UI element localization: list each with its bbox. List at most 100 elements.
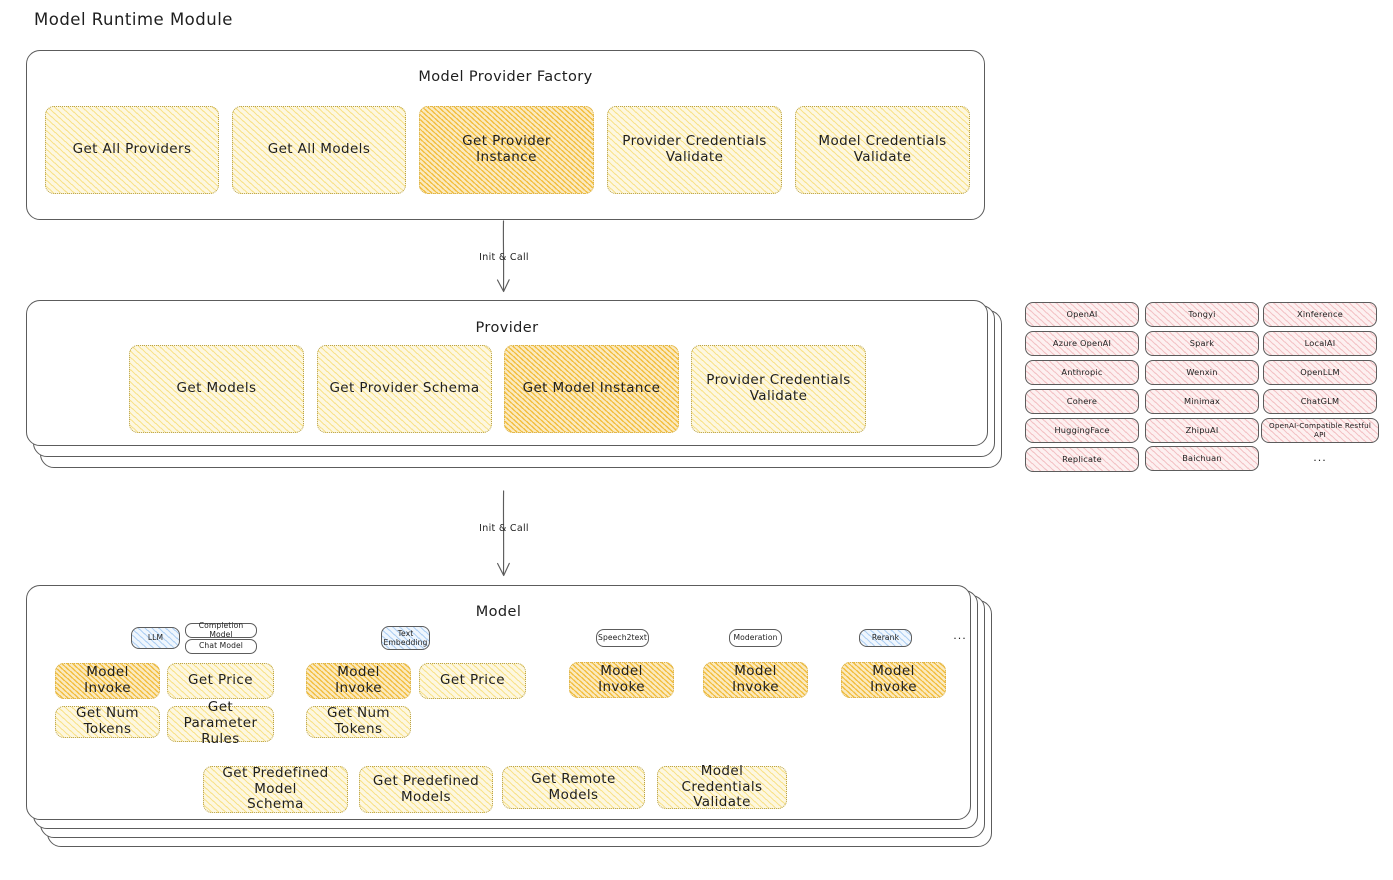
node-get-all-models[interactable]: Get All Models [232, 106, 406, 194]
node-provider-credentials-validate[interactable]: Provider Credentials Validate [607, 106, 782, 194]
node-model-credentials-validate-2[interactable]: Model Credentials Validate [657, 762, 787, 811]
tab-text-embedding[interactable]: Text Embedding [381, 626, 430, 650]
provider-chip-label: Wenxin [1186, 366, 1218, 377]
node-label: Model Credentials Validate [818, 133, 947, 165]
tab-label: Moderation [733, 633, 778, 643]
node-get-models[interactable]: Get Models [129, 345, 304, 433]
provider-chip-label: Baichuan [1182, 452, 1222, 463]
provider-chip-chatglm[interactable]: ChatGLM [1263, 389, 1377, 414]
provider-chip-cohere[interactable]: Cohere [1025, 389, 1139, 414]
node-label: Get Num Tokens [327, 705, 390, 737]
provider-chip-label: HuggingFace [1054, 424, 1110, 435]
provider-chip-baichuan[interactable]: Baichuan [1145, 446, 1259, 471]
provider-chip-xinference[interactable]: Xinference [1263, 302, 1377, 327]
node-get-model-instance[interactable]: Get Model Instance [504, 345, 679, 433]
node-label: Get Predefined Model Schema [222, 764, 329, 813]
provider-chip-label: LocalAI [1304, 337, 1336, 348]
provider-chip-openai[interactable]: OpenAI [1025, 302, 1139, 327]
provider-chip-label: OpenLLM [1300, 366, 1340, 377]
node-llm-model-invoke[interactable]: Model Invoke [55, 663, 160, 699]
provider-chip-wenxin[interactable]: Wenxin [1145, 360, 1259, 385]
provider-chip-replicate[interactable]: Replicate [1025, 447, 1139, 472]
subtab-label: Chat Model [199, 641, 243, 651]
provider-chip-label: Xinference [1297, 308, 1343, 319]
node-model-credentials-validate[interactable]: Model Credentials Validate [795, 106, 970, 194]
provider-chip-label: OpenAI [1066, 308, 1098, 319]
tab-llm[interactable]: LLM [131, 627, 180, 649]
page-title: Model Runtime Module [34, 10, 233, 29]
arrow-provider-to-model [497, 490, 510, 577]
node-label: Provider Credentials Validate [706, 372, 851, 404]
node-label: Model Invoke [732, 663, 779, 695]
node-label: Provider Credentials Validate [622, 133, 767, 165]
provider-chip-zhipuai[interactable]: ZhipuAI [1145, 418, 1259, 443]
arrow-factory-to-provider [496, 220, 510, 293]
node-llm-get-price[interactable]: Get Price [167, 663, 274, 699]
node-label: Get Provider Schema [329, 380, 480, 397]
provider-list-more-ellipsis: ... [1313, 451, 1327, 464]
provider-chip-label: Azure OpenAI [1052, 337, 1112, 348]
node-text-embedding-model-invoke[interactable]: Model Invoke [306, 663, 411, 699]
node-label: Get Price [440, 672, 505, 689]
node-llm-get-parameter-rules[interactable]: Get Parameter Rules [167, 699, 274, 747]
provider-chip-spark[interactable]: Spark [1145, 331, 1259, 356]
provider-chip-anthropic[interactable]: Anthropic [1025, 360, 1139, 385]
model-container [26, 585, 971, 820]
node-label: Model Invoke [84, 664, 131, 696]
provider-chip-tongyi[interactable]: Tongyi [1145, 302, 1259, 327]
arrow-label-init-and-call-2: Init & Call [479, 523, 529, 534]
node-label: Model Invoke [335, 664, 382, 696]
node-get-provider-schema[interactable]: Get Provider Schema [317, 345, 492, 433]
provider-chip-azure-openai[interactable]: Azure OpenAI [1025, 331, 1139, 356]
subtab-completion-model[interactable]: Completion Model [185, 620, 257, 639]
node-label: Get Provider Instance [462, 133, 551, 165]
provider-chip-huggingface[interactable]: HuggingFace [1025, 418, 1139, 443]
node-label: Get Predefined Models [372, 772, 480, 805]
provider-chip-label: Spark [1189, 337, 1215, 348]
node-provider-credentials-validate-2[interactable]: Provider Credentials Validate [691, 345, 866, 433]
tab-label: LLM [147, 633, 164, 643]
subtab-label: Completion Model [198, 620, 244, 639]
node-label: Model Invoke [870, 663, 917, 695]
node-text-embedding-get-price[interactable]: Get Price [419, 663, 526, 699]
node-get-provider-instance[interactable]: Get Provider Instance [419, 106, 594, 194]
provider-chip-label: Cohere [1066, 395, 1098, 406]
node-label: Get Remote Models [531, 770, 616, 803]
provider-title: Provider [475, 320, 539, 336]
provider-chip-label: Anthropic [1061, 366, 1103, 377]
node-get-predefined-models[interactable]: Get Predefined Models [359, 766, 493, 813]
node-label: Get All Models [267, 141, 371, 158]
node-get-all-providers[interactable]: Get All Providers [45, 106, 219, 194]
tab-moderation[interactable]: Moderation [729, 629, 782, 647]
node-label: Model Credentials Validate [681, 762, 763, 811]
node-llm-get-num-tokens[interactable]: Get Num Tokens [55, 705, 160, 738]
node-speech2text-model-invoke[interactable]: Model Invoke [569, 662, 674, 698]
model-title: Model [475, 604, 522, 620]
tab-label: Rerank [871, 633, 900, 643]
provider-chip-label: ZhipuAI [1185, 424, 1219, 435]
provider-chip-minimax[interactable]: Minimax [1145, 389, 1259, 414]
node-label: Get All Providers [72, 141, 192, 158]
node-rerank-model-invoke[interactable]: Model Invoke [841, 662, 946, 698]
node-label: Model Invoke [598, 663, 645, 695]
subtab-chat-model[interactable]: Chat Model [185, 639, 257, 654]
provider-chip-openllm[interactable]: OpenLLM [1263, 360, 1377, 385]
tab-rerank[interactable]: Rerank [859, 629, 912, 647]
tab-speech2text[interactable]: Speech2text [596, 629, 649, 647]
node-get-remote-models[interactable]: Get Remote Models [502, 766, 645, 809]
node-text-embedding-get-num-tokens[interactable]: Get Num Tokens [306, 705, 411, 738]
provider-chip-openai-compatible-restful-api[interactable]: OpenAI-Compatible Restful API [1261, 418, 1379, 443]
node-get-predefined-model-schema[interactable]: Get Predefined Model Schema [203, 764, 348, 813]
model-types-more-ellipsis: ... [953, 629, 967, 642]
provider-chip-localai[interactable]: LocalAI [1263, 331, 1377, 356]
provider-chip-label: OpenAI-Compatible Restful API [1268, 421, 1372, 439]
node-label: Get Model Instance [522, 380, 661, 397]
provider-chip-label: Replicate [1062, 453, 1102, 464]
node-moderation-model-invoke[interactable]: Model Invoke [703, 662, 808, 698]
tab-label: Text Embedding [383, 628, 428, 647]
tab-label: Speech2text [598, 633, 647, 643]
node-label: Get Parameter Rules [183, 699, 258, 747]
arrow-label-init-and-call-1: Init & Call [479, 252, 529, 263]
node-label: Get Price [188, 672, 253, 689]
